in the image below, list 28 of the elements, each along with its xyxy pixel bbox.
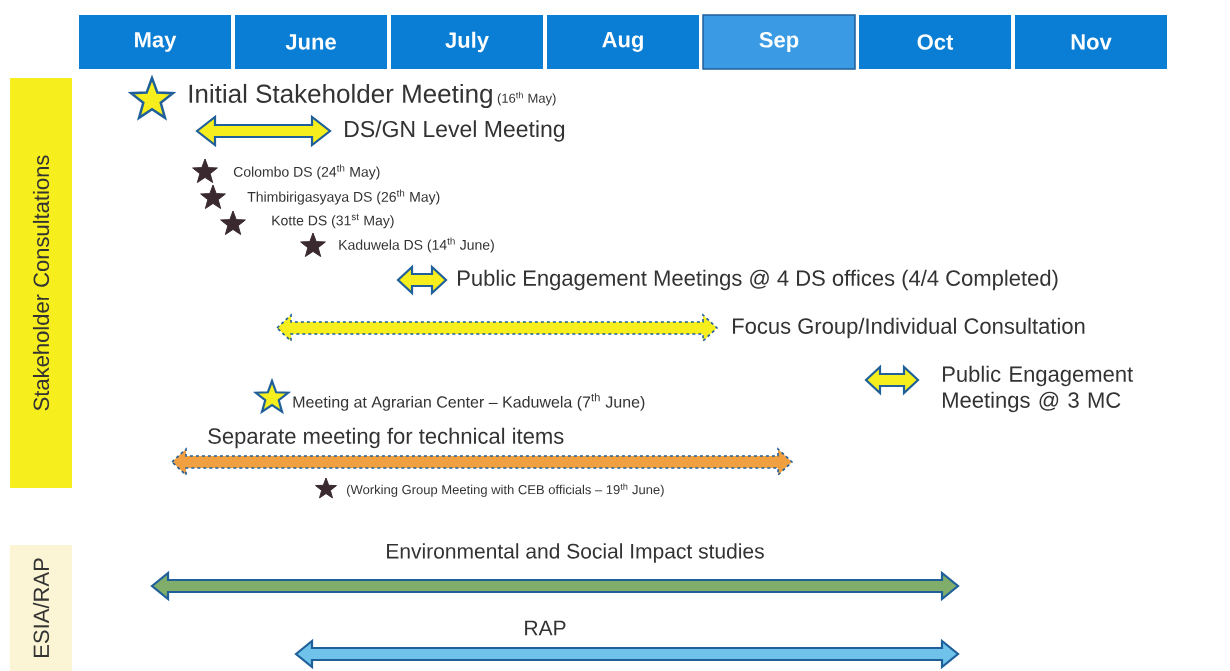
timeline-bar [864,364,920,396]
activity-label: Initial Stakeholder Meeting [189,83,492,109]
activity-label: Public Engagement Meetings @ 3 MC [943,365,1133,413]
month-header: May [79,15,231,69]
activity-label: Kotte DS (31$^{st}$ May) [272,213,394,229]
month-header: June [235,15,387,69]
month-header: July [391,15,543,69]
activity-label: DS/GN Level Meeting [345,120,565,142]
activity-label: (16$^{th}$ May) [497,91,556,106]
month-header: Oct [859,15,1011,69]
timeline-bar [150,570,960,602]
category-band: ESIA/RAP [10,545,72,671]
activity-label: Public Engagement Meetings @ 4 DS offices (4/4 Completed) [458,269,1058,291]
activity-label: Colombo DS (24$^{th}$ May) [233,164,380,180]
activity-label: Meeting at Agrarian Center – Kaduwela (7$^{th}$ June) [293,393,645,411]
month-header: Nov [1015,15,1167,69]
activity-label: Kaduwela DS (14$^{th}$ June) [339,237,494,253]
activity-label: Environmental and Social Impact studies [387,543,764,563]
month-header: Aug [547,15,699,69]
activity-label: Focus Group/Individual Consultation [733,317,1085,339]
timeline-bar [396,264,448,296]
activity-label: RAP [525,620,566,636]
timeline-bar [195,114,332,148]
activity-label: Separate meeting for technical items [208,427,564,449]
activity-label: Thimbirigasyaya DS (26$^{th}$ May) [247,189,440,205]
timeline-bar [294,638,960,670]
category-band: Stakeholder Consultations [10,78,72,488]
month-header: Sep [702,14,856,70]
